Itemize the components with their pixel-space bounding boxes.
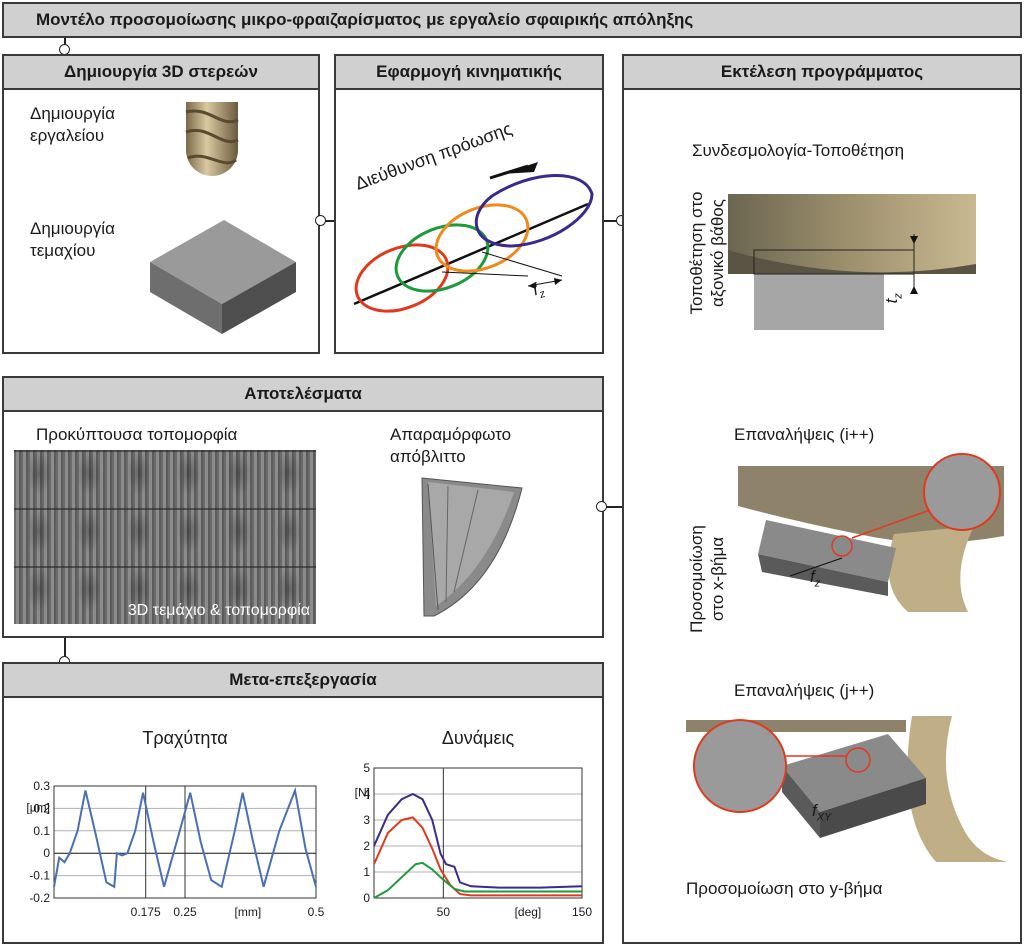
assembly-image — [728, 194, 976, 330]
path-red — [354, 243, 450, 313]
panel-results-header: Αποτελέσματα — [4, 378, 602, 412]
panel-results: Αποτελέσματα Προκύπτουσα τοπομορφία 3D τ… — [2, 376, 604, 638]
workpiece-block-image — [150, 220, 296, 334]
kinematics-diagram — [353, 162, 594, 313]
x-tick-label: 0.25 — [173, 905, 197, 919]
series-line — [373, 861, 582, 899]
x-step-image — [738, 453, 1004, 612]
y-tick-label: 0.3 — [33, 779, 50, 793]
x-tick-label: 50 — [437, 905, 451, 919]
panel-execution: Εκτέλεση προγράμματος Συνδεσμολογία-Τοπο… — [622, 54, 1022, 944]
y-tick-label: 0.2 — [33, 801, 50, 815]
panel-kinematics: Εφαρμογή κινηματικής Διεύθυνση πρόωσης f… — [334, 54, 604, 354]
y-tick-label: -0.2 — [29, 891, 50, 905]
connector-node — [596, 501, 607, 512]
y-tick-label: 3 — [363, 813, 370, 827]
chart-title: Δυνάμεις — [442, 728, 515, 748]
connector — [320, 220, 334, 222]
ball-end-tool-image — [185, 102, 239, 176]
y-step-caption: Προσομοίωση στο y-βήμα — [686, 879, 883, 898]
connector — [64, 638, 66, 662]
panel-kinematics-header: Εφαρμογή κινηματικής — [336, 56, 602, 90]
assembly-title: Συνδεσμολογία-Τοποθέτηση — [692, 141, 905, 160]
panel-post-header: Μετα-επεξεργασία — [4, 664, 602, 698]
forces-chart: Δυνάμεις 5 4 3 2 1 0 [N] 50 150 [deg] — [355, 728, 593, 919]
panel-solids-header: Δημιουργία 3D στερεών — [4, 56, 318, 90]
y-tick-label: 0 — [363, 891, 370, 905]
diagram-title: Μοντέλο προσομοίωσης μικρο-φραιζαρίσματο… — [36, 10, 694, 29]
x-axis-label: [mm] — [235, 905, 262, 919]
plot-frame — [373, 767, 583, 899]
iteration-i-title: Επαναλήψεις (i++) — [734, 425, 875, 444]
path-green — [394, 223, 490, 293]
chart-title: Τραχύτητα — [142, 728, 227, 748]
x-tick-label: 0.175 — [131, 905, 161, 919]
panel-execution-header: Εκτέλεση προγράμματος — [624, 56, 1020, 90]
y-step-image — [686, 716, 1008, 862]
y-axis-label: [N] — [355, 786, 370, 800]
y-tick-label: 5 — [363, 761, 370, 775]
path-orange — [434, 203, 530, 273]
connector — [604, 220, 622, 222]
undeformed-chip-image — [421, 477, 523, 617]
topography-caption: 3D τεμάχιο & τοπομορφία — [127, 602, 310, 619]
y-tick-label: -0.1 — [29, 869, 50, 883]
y-tick-label: 0 — [43, 846, 50, 860]
connector-node — [315, 215, 326, 226]
roughness-chart: Τραχύτητα 0.3 0.2 0.1 0 -0.1 -0.2 [μm] 0.175 0.25… — [26, 728, 325, 919]
y-axis-label: [μm] — [26, 800, 50, 814]
x-tick-label: 150 — [572, 905, 592, 919]
path-purple — [474, 174, 594, 248]
series-line — [373, 792, 583, 889]
tz-label: tz — [881, 293, 905, 304]
y-tick-label: 4 — [363, 787, 370, 801]
topography-title: Προκύπτουσα τοπομορφία — [36, 425, 238, 444]
panel-post: Μετα-επεξεργασία Τραχύτητα 0.3 0.2 0.1 0 -0.1… — [2, 662, 604, 944]
x-tick-label: 0.5 — [308, 905, 325, 919]
connector — [604, 506, 622, 508]
y-tick-label: 1 — [363, 865, 370, 879]
series-line — [53, 786, 317, 889]
y-tick-label: 2 — [363, 839, 370, 853]
fxy-label: fXY — [812, 801, 832, 824]
x-axis-label: [deg] — [515, 905, 542, 919]
y-tick-label: 0.1 — [33, 824, 50, 838]
title-bar: Μοντέλο προσομοίωσης μικρο-φραιζαρίσματο… — [2, 2, 1022, 38]
iteration-j-title: Επαναλήψεις (j++) — [734, 681, 875, 700]
topography-image: 3D τεμάχιο & τοπομορφία — [14, 450, 316, 624]
series-line — [373, 816, 582, 897]
fz-step-label: fz — [810, 567, 821, 590]
